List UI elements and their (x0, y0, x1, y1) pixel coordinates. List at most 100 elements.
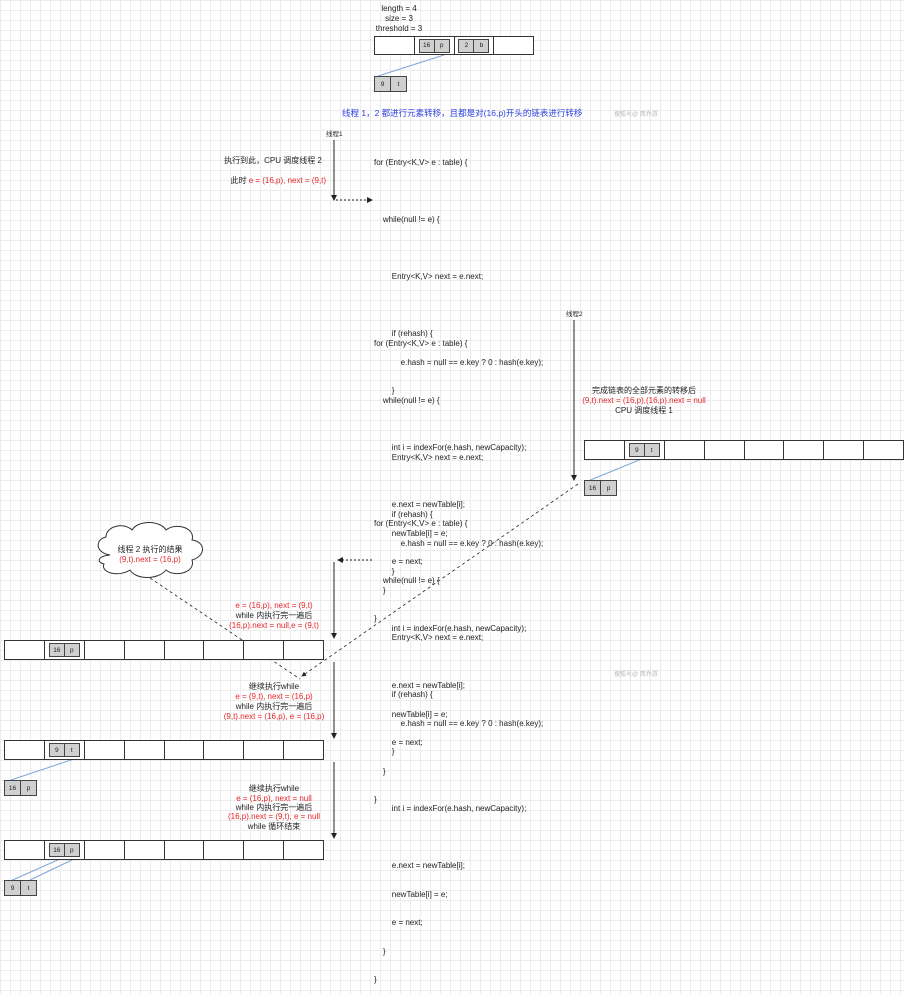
code-line (374, 368, 543, 378)
code-line: e.next = newTable[i]; (374, 681, 465, 690)
step3-line2: e = (16,p), next = null (236, 794, 312, 803)
code-line (374, 425, 543, 435)
code-line: } (374, 766, 386, 776)
step3-line5: while 循环结束 (247, 822, 301, 831)
code-line: } (374, 795, 377, 804)
thread1-label: 线程1 (326, 131, 343, 138)
node-key: 16 (53, 846, 61, 854)
code-block-1: for (Entry<K,V> e : table) { while(null … (374, 139, 543, 633)
step3-line1: 继续执行while (248, 784, 300, 793)
code-line: while(null != e) { (374, 396, 440, 405)
array-slot (5, 841, 45, 859)
node-value: t (20, 881, 36, 895)
code-line: int i = indexFor(e.hash, newCapacity); (374, 624, 527, 633)
code-line: Entry<K,V> next = e.next; (374, 633, 484, 642)
code-block-2: for (Entry<K,V> e : table) { while(null … (374, 320, 543, 814)
code-line: } (374, 747, 395, 756)
code-line: for (Entry<K,V> e : table) { (374, 158, 468, 167)
array-slot (204, 741, 245, 759)
cloud-shape (97, 522, 203, 578)
array-slot (705, 441, 745, 459)
step3-line3: while 内执行完一遍后 (235, 803, 313, 812)
code-line (374, 776, 543, 786)
code-line (374, 548, 543, 558)
step1-line3: (16,p).next = null,e = (9,t) (229, 621, 319, 630)
step2-line1: 继续执行while (248, 682, 300, 691)
thread1-note-line2: 此时 e = (16,p), next = (9,t) (226, 166, 326, 186)
array-slot (494, 37, 533, 54)
cloud-dashed (149, 577, 301, 680)
array-slot (244, 841, 285, 859)
watermark-top: 搜狐号@ 西乔游 (614, 112, 658, 118)
code-line: } (374, 946, 386, 956)
array-slot (665, 441, 705, 459)
node-key: 9 (55, 746, 59, 754)
code-line (374, 187, 543, 197)
code-line: } (374, 585, 386, 595)
array-slot (165, 841, 205, 859)
step3-line4: (16,p).next = (9,t), e = null (227, 812, 321, 821)
array-slot (165, 641, 205, 659)
code-line: e = next; (374, 918, 423, 927)
array-slot (375, 37, 415, 54)
code-line: e = next; (374, 738, 423, 747)
array-slot (165, 741, 205, 759)
connector-layer (7, 54, 645, 883)
code-line: e.next = newTable[i]; (374, 500, 465, 509)
node-value: p (63, 644, 79, 656)
code-line (374, 605, 543, 615)
watermark-bottom: 搜狐号@ 西乔游 (614, 672, 658, 678)
step2-line4: (9,t).next = (16,p), e = (16,p) (223, 712, 325, 721)
thread2-note-line3: CPU 调度线程 1 (615, 406, 673, 415)
code-line: if (rehash) { (374, 329, 433, 338)
node-key: 16 (588, 484, 597, 492)
left-link-line-3b (29, 858, 75, 881)
array-slot (784, 441, 825, 459)
code-line: } (374, 975, 377, 984)
node-key: 9 (10, 884, 15, 892)
step2-line2: e = (9,t), next = (16,p) (235, 692, 313, 701)
node-value: t (63, 744, 79, 756)
array-slot (284, 841, 323, 859)
code-line (374, 301, 543, 311)
thread2-label: 线程2 (566, 311, 583, 318)
node-key: 16 (8, 784, 17, 792)
length-label: length = 4 (381, 4, 417, 13)
array-slot (745, 441, 785, 459)
code-line: newTable[i] = e; (374, 528, 448, 538)
code-line: Entry<K,V> next = e.next; (374, 272, 484, 281)
thread1-note-line1: 执行到此，CPU 调度线程 2 (224, 156, 322, 165)
array-slot (85, 641, 125, 659)
array-slot (125, 741, 165, 759)
array-slot (85, 841, 125, 859)
code-block-3: for (Entry<K,V> e : table) { while(null … (374, 500, 543, 994)
code-line (374, 833, 543, 843)
array-slot (864, 441, 903, 459)
node-value: p (63, 844, 79, 856)
array-slot (284, 741, 323, 759)
code-line: e.next = newTable[i]; (374, 861, 465, 870)
thread2-note-line2: (9,t).next = (16,p),(16,p).next = null (582, 396, 706, 405)
code-line: if (rehash) { (374, 510, 433, 519)
code-line: e.hash = null == e.key ? 0 : hash(e.key)… (374, 538, 544, 548)
array-slot (284, 641, 323, 659)
top-link-line (377, 54, 445, 77)
node-key: 16 (53, 646, 61, 654)
code-line: int i = indexFor(e.hash, newCapacity); (374, 443, 527, 452)
code-line (374, 244, 543, 254)
code-line: } (374, 614, 377, 623)
code-line: newTable[i] = e; (374, 709, 448, 719)
